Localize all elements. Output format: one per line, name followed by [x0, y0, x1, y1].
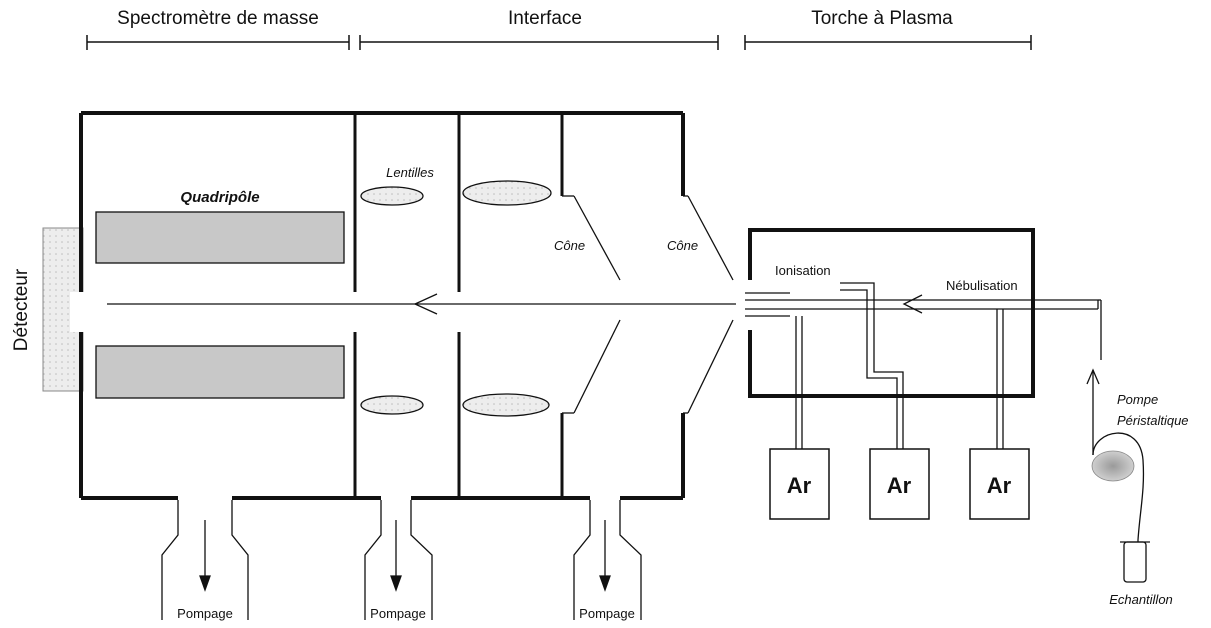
- detector-label: Détecteur: [11, 268, 32, 351]
- pumping-label-3: Pompage: [579, 606, 635, 621]
- cone-label-1: Cône: [554, 238, 585, 253]
- nebulisation-label: Nébulisation: [946, 278, 1018, 293]
- argon-label-2: Ar: [887, 473, 912, 498]
- section-header-mass-spec: Spectromètre de masse: [86, 8, 350, 50]
- argon-label-3: Ar: [987, 473, 1012, 498]
- ion-beam-arrow: [107, 293, 736, 315]
- pumping-label-1: Pompage: [177, 606, 233, 621]
- pumping-port-2: [364, 500, 433, 620]
- pumping-label-2: Pompage: [370, 606, 426, 621]
- cone-label-2: Cône: [667, 238, 698, 253]
- cone-1: [562, 195, 621, 414]
- section-label-interface: Interface: [508, 8, 582, 29]
- pump-label-line2: Péristaltique: [1117, 413, 1189, 428]
- pumping-port-3: [573, 500, 642, 620]
- argon-bottle-3: Ar: [969, 448, 1030, 520]
- partitions: [353, 113, 564, 498]
- quadrupole: Quadripôle: [95, 189, 345, 399]
- section-label-mass-spec: Spectromètre de masse: [117, 8, 319, 29]
- pumping-port-1: [161, 500, 249, 620]
- argon-label-1: Ar: [787, 473, 812, 498]
- vacuum-chamber: [79, 111, 685, 500]
- section-header-torch: Torche à Plasma: [744, 8, 1032, 50]
- section-header-interface: Interface: [359, 8, 719, 50]
- quadrupole-label: Quadripôle: [180, 189, 259, 206]
- lenses: [360, 180, 552, 417]
- section-label-torch: Torche à Plasma: [811, 8, 953, 29]
- cone-2: [683, 195, 734, 414]
- sample-label: Echantillon: [1109, 592, 1173, 607]
- argon-bottle-2: Ar: [869, 448, 930, 520]
- argon-bottle-1: Ar: [769, 448, 830, 520]
- peristaltic-pump: Pompe Péristaltique: [1091, 392, 1189, 482]
- ionisation-label: Ionisation: [775, 263, 831, 278]
- detector: Détecteur: [11, 227, 84, 392]
- sample-line: [1086, 299, 1145, 570]
- plasma-torch: Ionisation Nébulisation: [745, 228, 1098, 398]
- sample-vial: Echantillon: [1109, 541, 1173, 607]
- lenses-label: Lentilles: [386, 165, 434, 180]
- argon-lines: [795, 309, 1004, 449]
- pump-label-line1: Pompe: [1117, 392, 1158, 407]
